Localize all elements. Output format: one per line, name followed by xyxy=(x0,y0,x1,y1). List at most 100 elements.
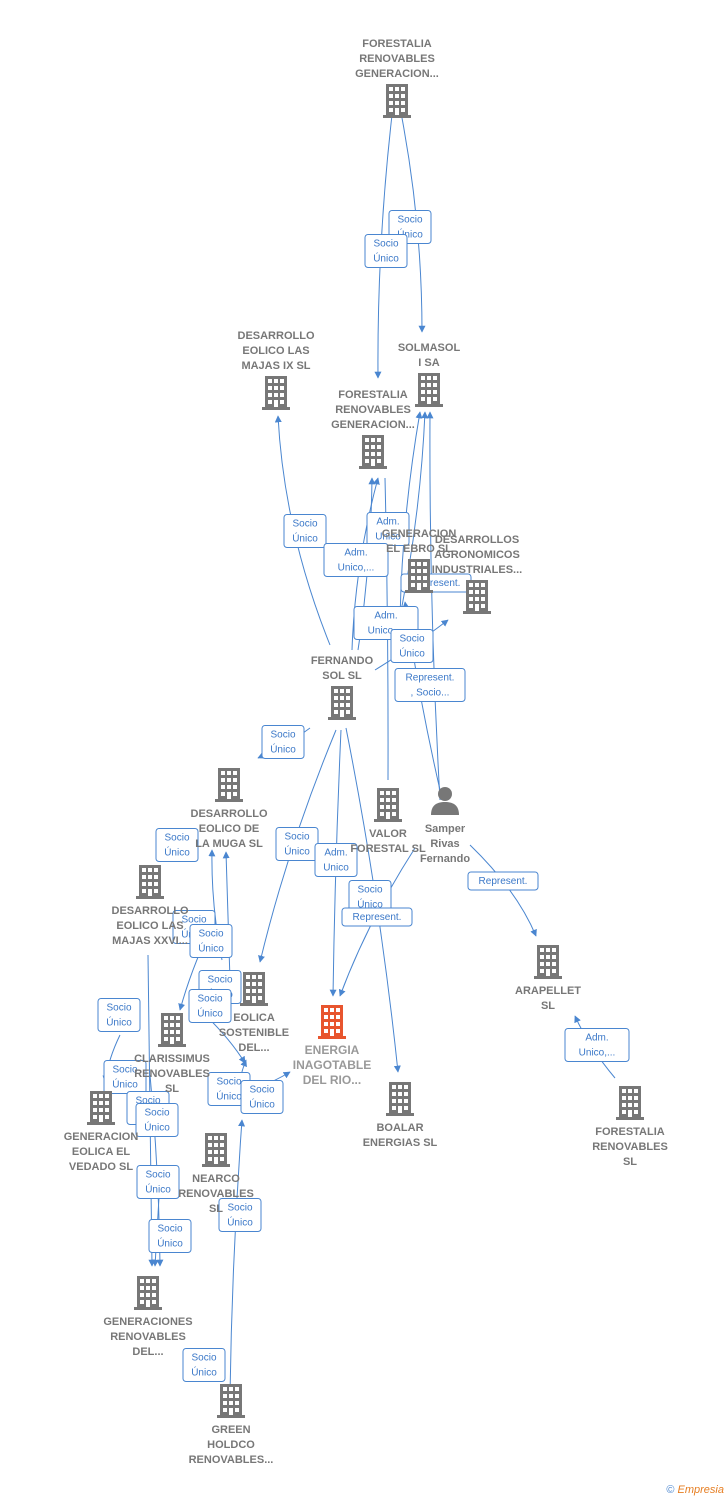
footer-credit: © Empresia xyxy=(666,1484,724,1496)
node-label: FORESTALIA xyxy=(338,389,408,401)
brand-logo[interactable]: Empresia xyxy=(677,1484,724,1496)
node-label: GENERACION xyxy=(382,528,457,540)
node-label: Rivas xyxy=(430,838,459,850)
edge-relation-label[interactable]: Adm.Unico,... xyxy=(564,1028,630,1062)
company-node[interactable]: GENERACIONESRENOVABLESDEL... xyxy=(103,1276,193,1358)
edge-relation-text: Socio xyxy=(198,929,223,940)
building-icon xyxy=(616,1086,644,1120)
node-label: GREEN xyxy=(211,1424,250,1436)
building-icon xyxy=(386,1082,414,1116)
node-label: ARAPELLET xyxy=(515,985,581,997)
edge-relation-label[interactable]: Adm.Unico xyxy=(366,512,410,546)
node-label: CLARISSIMUS xyxy=(134,1053,210,1065)
company-node[interactable]: BOALAR ENERGIAS SL xyxy=(363,1082,438,1149)
company-node[interactable]: FORESTALIARENOVABLESGENERACION... xyxy=(355,38,439,118)
edge-relation-text: Único xyxy=(357,898,383,911)
edge-relation-label[interactable]: Represent. xyxy=(341,907,413,927)
edge-relation-text: Adm. xyxy=(585,1033,608,1044)
building-icon xyxy=(215,768,243,802)
nodes-layer: FORESTALIARENOVABLESGENERACION...SOLMASO… xyxy=(64,38,668,1466)
node-label: DEL RIO... xyxy=(303,1073,361,1087)
edge-relation-text: Socio xyxy=(216,1077,241,1088)
node-label: EL EBRO SL xyxy=(386,543,452,555)
node-label: SL xyxy=(209,1203,223,1215)
company-node[interactable]: FORESTALIARENOVABLESGENERACION... xyxy=(331,389,415,469)
edge-relation-label[interactable]: Adm.Unico,... xyxy=(323,543,389,577)
node-label: GENERACIONES xyxy=(103,1316,192,1328)
company-node[interactable]: GENERACION EL EBRO SL xyxy=(382,528,457,593)
edge-relation-label[interactable]: Represent. xyxy=(467,871,539,891)
company-node[interactable]: DESARROLLOSAGRONOMICOSINDUSTRIALES... xyxy=(432,534,522,614)
node-label: VALOR xyxy=(369,828,407,840)
edge-line xyxy=(222,851,231,981)
node-label: GENERACION... xyxy=(331,419,415,431)
edge-relation-text: Socio xyxy=(181,915,206,926)
node-label: DESARROLLOS xyxy=(435,534,519,546)
edge-relation-label[interactable]: Represent., Socio... xyxy=(394,668,466,702)
copyright-symbol: © xyxy=(666,1484,675,1496)
node-label: SL xyxy=(623,1156,637,1168)
node-label: RENOVABLES... xyxy=(189,1454,274,1466)
edges-layer xyxy=(102,114,616,1396)
edge-relation-label[interactable]: Adm.Unico xyxy=(314,843,358,877)
edge-relation-text: Único xyxy=(106,1016,132,1029)
edge-relation-text: Represent. xyxy=(412,578,461,589)
node-label: HOLDCO xyxy=(207,1439,255,1451)
edge-relation-text: Único xyxy=(112,1078,138,1091)
building-icon xyxy=(134,1276,162,1310)
edge-relation-text: Adm. xyxy=(374,611,397,622)
edge-relation-text: Unico,... xyxy=(368,626,405,637)
node-label: DESARROLLO xyxy=(112,905,189,917)
edge-relation-text: Socio xyxy=(135,1096,160,1107)
edge-labels-layer: SocioÚnicoSocioÚnicoSocioÚnicoAdm.UnicoA… xyxy=(97,210,630,1382)
edge-relation-text: Socio xyxy=(399,634,424,645)
edge-relation-text: , Socio... xyxy=(411,688,450,699)
edge-relation-text: Socio xyxy=(112,1065,137,1076)
edge-relation-text: Adm. xyxy=(376,517,399,528)
node-label: EOLICA EL xyxy=(72,1146,131,1158)
edge-relation-text: Socio xyxy=(397,215,422,226)
company-node[interactable]: GREEN HOLDCO RENOVABLES... xyxy=(189,1384,274,1466)
building-icon xyxy=(262,376,290,410)
building-icon xyxy=(202,1133,230,1167)
node-label: RENOVABLES xyxy=(592,1141,668,1153)
node-label: BOALAR xyxy=(376,1122,423,1134)
node-label: GENERACION xyxy=(64,1131,139,1143)
edge-relation-text: Único xyxy=(197,1007,223,1020)
node-label: ENERGIAS SL xyxy=(363,1137,438,1149)
edge-relation-text: Único xyxy=(373,252,399,265)
edge-relation-text: Socio xyxy=(157,1224,182,1235)
company-node[interactable]: EOLICASOSTENIBLEDEL... xyxy=(219,972,289,1054)
